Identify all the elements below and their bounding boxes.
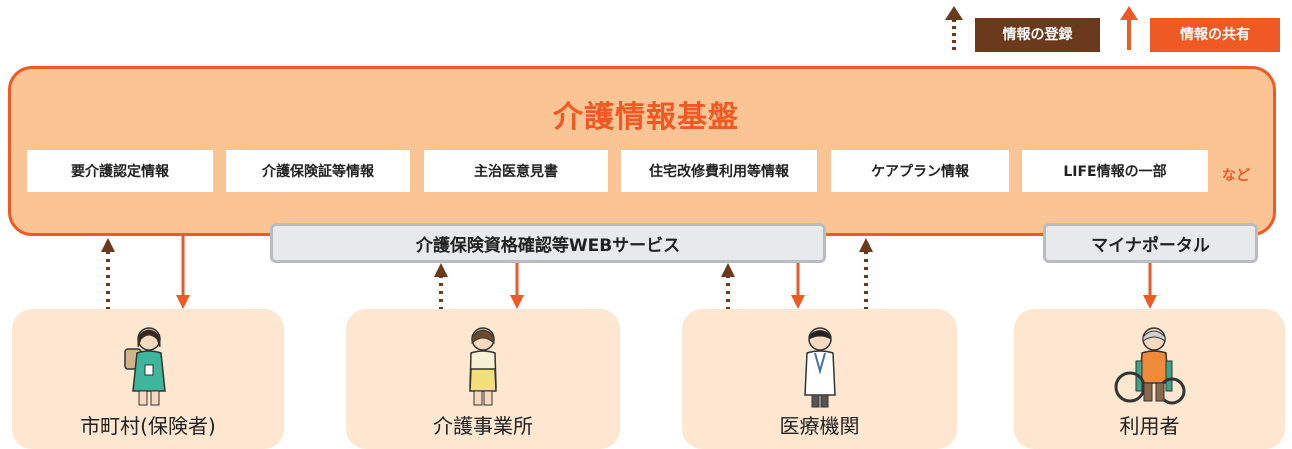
municipal-staff-icon	[124, 327, 166, 406]
doctor-icon	[803, 327, 836, 408]
care-provider-registration-arrow	[434, 263, 448, 310]
actor-municipality: 市町村(保険者)	[12, 309, 284, 449]
legend-registration-label: 情報の登録	[975, 18, 1100, 52]
mynaportal-box: マイナポータル	[1043, 223, 1258, 263]
info-item-certification: 要介護認定情報	[27, 150, 213, 192]
info-item-insurance-card: 介護保険証等情報	[226, 150, 410, 192]
etc-label: など	[1222, 168, 1250, 184]
medical-sharing-arrow	[791, 263, 805, 309]
info-item-care-plan: ケアプラン情報	[831, 150, 1009, 192]
info-item-doctor-opinion: 主治医意見書	[424, 150, 608, 192]
info-item-housing-renovation: 住宅改修費利用等情報	[621, 150, 817, 192]
medical-registration-arrow-to-platform	[859, 238, 873, 310]
actor-user: 利用者	[1014, 309, 1285, 449]
wheelchair-user-icon	[1114, 327, 1185, 405]
actor-label-medical-institution: 医療機関	[779, 414, 860, 438]
actor-label-municipality: 市町村(保険者)	[80, 414, 216, 438]
platform-title: 介護情報基盤	[553, 100, 739, 135]
web-service-box: 介護保険資格確認等WEBサービス	[270, 223, 826, 263]
info-item-life: LIFE情報の一部	[1022, 150, 1208, 192]
municipality-sharing-arrow	[176, 236, 190, 309]
actor-label-care-provider: 介護事業所	[433, 414, 533, 438]
user-sharing-arrow	[1143, 263, 1157, 309]
actor-care-provider: 介護事業所	[346, 309, 620, 449]
actor-label-user: 利用者	[1119, 414, 1180, 438]
municipality-registration-arrow	[101, 238, 115, 310]
medical-registration-arrow-to-service	[721, 263, 735, 310]
care-worker-icon	[469, 327, 497, 406]
actor-medical-institution: 医療機関	[682, 309, 957, 449]
legend-registration-arrow-icon	[945, 6, 963, 50]
care-provider-sharing-arrow	[510, 263, 524, 309]
legend-sharing-label: 情報の共有	[1150, 18, 1280, 52]
legend-sharing-arrow-icon	[1120, 6, 1138, 50]
